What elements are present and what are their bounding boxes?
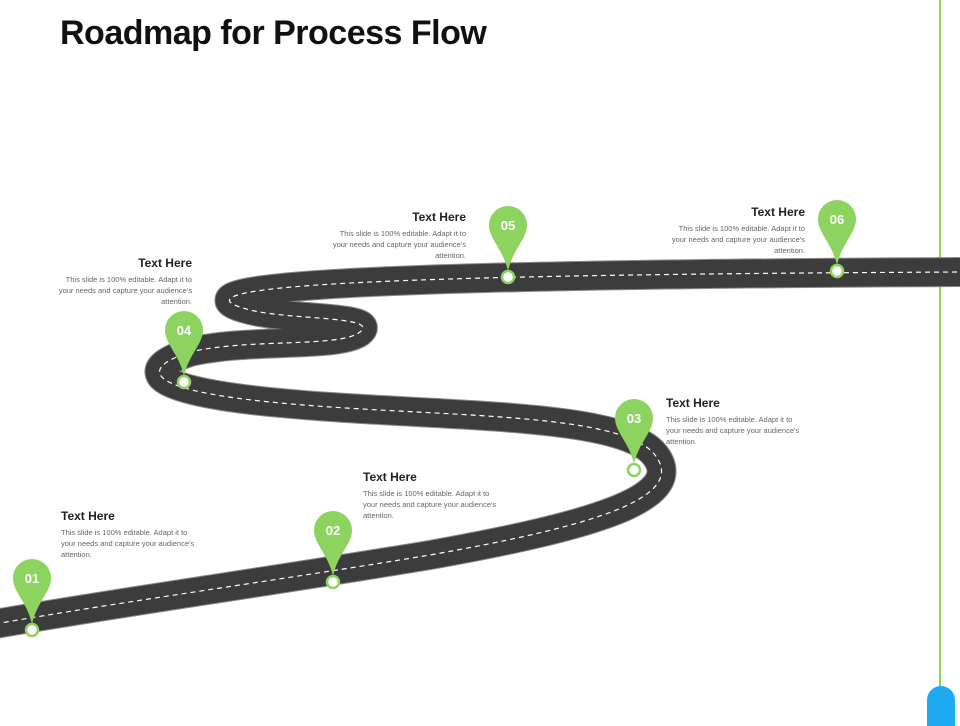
milestone-dot xyxy=(24,622,40,638)
milestone-pin-05: 05 xyxy=(489,206,527,285)
milestone-label-06: Text Here This slide is 100% editable. A… xyxy=(665,205,805,256)
milestone-number: 03 xyxy=(627,411,641,426)
slide-title: Roadmap for Process Flow xyxy=(60,14,487,52)
milestone-dot xyxy=(829,263,845,279)
road-shadow xyxy=(0,257,960,639)
milestone-label-01: Text Here This slide is 100% editable. A… xyxy=(61,509,201,560)
edge-accent-tab xyxy=(927,686,955,726)
road-body xyxy=(0,258,960,638)
milestone-heading-02: Text Here xyxy=(363,470,417,484)
edge-accent-line xyxy=(939,0,941,690)
milestone-heading-01: Text Here xyxy=(61,509,115,523)
milestone-dot xyxy=(325,574,341,590)
milestone-body-06: This slide is 100% editable. Adapt it to… xyxy=(671,224,805,255)
milestone-heading-03: Text Here xyxy=(666,396,720,410)
milestone-body-05: This slide is 100% editable. Adapt it to… xyxy=(332,229,466,260)
map-marker-icon xyxy=(165,311,203,376)
milestone-body-04: This slide is 100% editable. Adapt it to… xyxy=(58,275,192,306)
road-center-dash xyxy=(0,271,960,624)
milestone-dot xyxy=(176,374,192,390)
milestone-number: 04 xyxy=(177,323,192,338)
milestone-pin-04: 04 xyxy=(165,311,203,390)
milestone-pin-01: 01 xyxy=(13,559,51,638)
map-marker-icon xyxy=(13,559,51,624)
milestone-body-02: This slide is 100% editable. Adapt it to… xyxy=(363,489,497,520)
milestone-pin-06: 06 xyxy=(818,200,856,279)
milestone-label-02: Text Here This slide is 100% editable. A… xyxy=(363,470,503,521)
milestone-heading-06: Text Here xyxy=(751,205,805,219)
milestone-body-03: This slide is 100% editable. Adapt it to… xyxy=(666,415,800,446)
map-marker-icon xyxy=(615,399,653,464)
map-marker-icon xyxy=(818,200,856,265)
milestone-dot xyxy=(500,269,516,285)
milestone-dot xyxy=(626,462,642,478)
milestone-pin-02: 02 xyxy=(314,511,352,590)
milestone-body-01: This slide is 100% editable. Adapt it to… xyxy=(61,528,195,559)
map-marker-icon xyxy=(314,511,352,576)
milestone-heading-05: Text Here xyxy=(412,210,466,224)
milestone-label-03: Text Here This slide is 100% editable. A… xyxy=(666,396,806,447)
milestone-number: 06 xyxy=(830,212,844,227)
milestone-number: 02 xyxy=(326,523,340,538)
milestone-pin-03: 03 xyxy=(615,399,653,478)
milestone-label-05: Text Here This slide is 100% editable. A… xyxy=(326,210,466,261)
milestone-number: 01 xyxy=(25,571,39,586)
milestone-heading-04: Text Here xyxy=(138,256,192,270)
map-marker-icon xyxy=(489,206,527,271)
milestone-label-04: Text Here This slide is 100% editable. A… xyxy=(52,256,192,307)
milestone-number: 05 xyxy=(501,218,515,233)
